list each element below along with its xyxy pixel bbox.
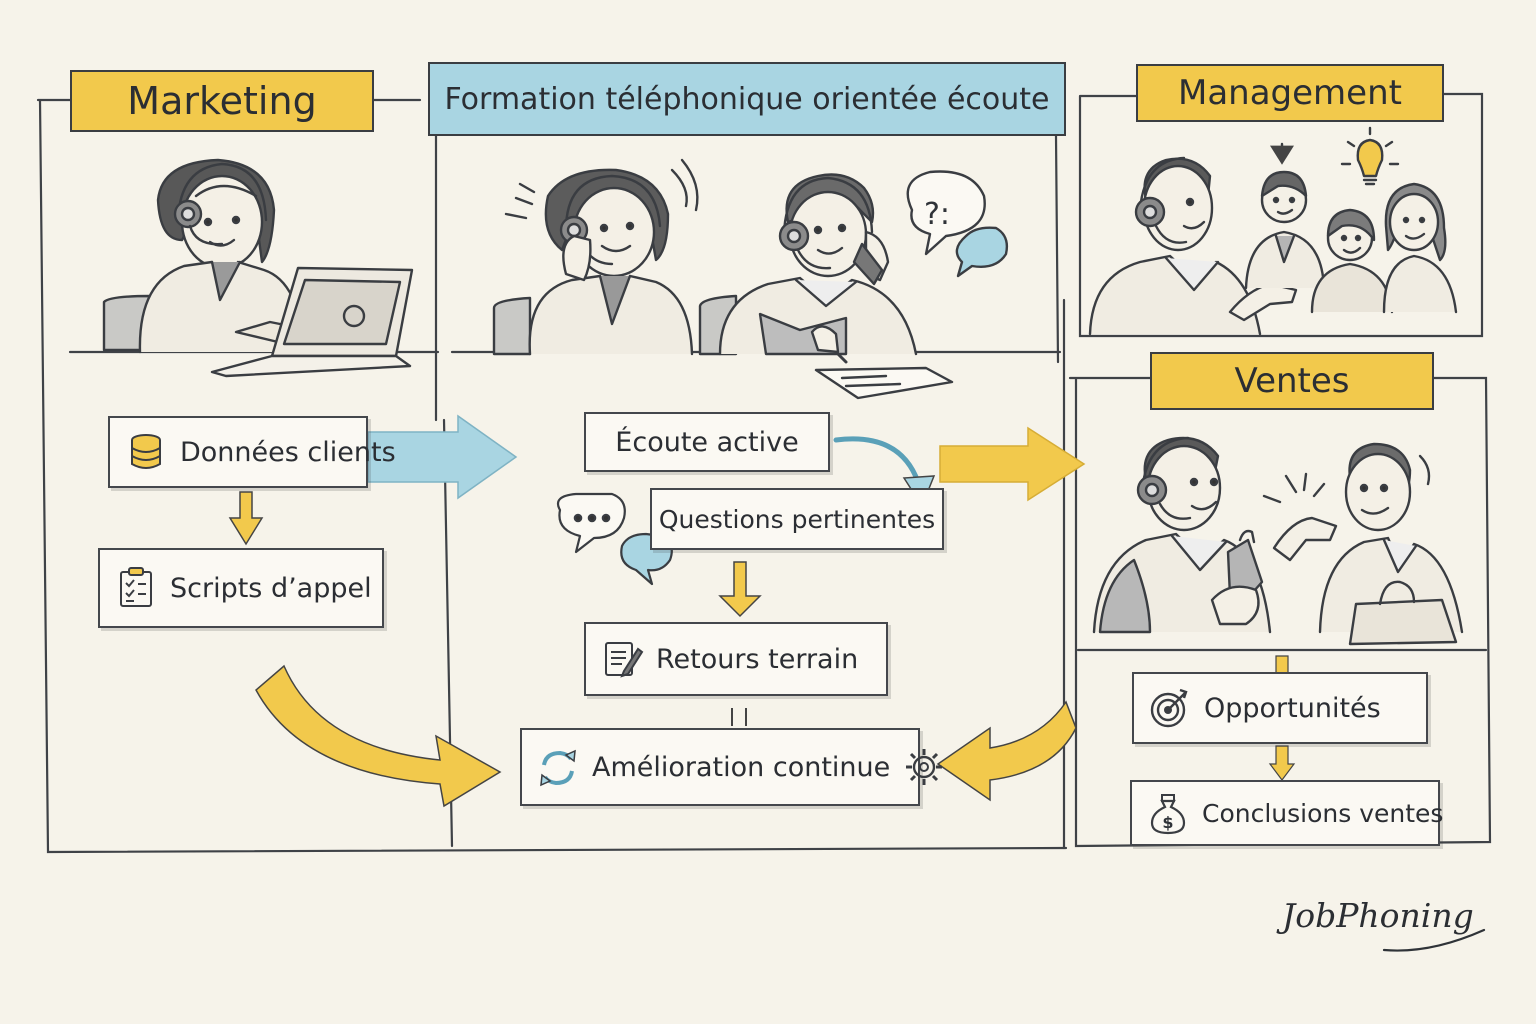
question-bubble-text: ?: — [924, 197, 950, 232]
step-retours-terrain: Retours terrain — [584, 622, 888, 696]
arrow-ventes-to-amelioration — [936, 700, 1077, 802]
arrow-formation-to-ventes — [939, 426, 1086, 502]
svg-text:$: $ — [1162, 813, 1173, 832]
formation-frame — [434, 134, 1066, 850]
formation-agents-illustration — [492, 158, 1009, 400]
refresh-cycle-icon — [540, 749, 576, 787]
management-frame — [1078, 92, 1484, 338]
step-conclusions-ventes: $ Conclusions ventes — [1130, 780, 1444, 846]
step-label: Écoute active — [615, 426, 799, 458]
step-donnees-clients: Données clients — [108, 416, 396, 488]
flow-arrows — [228, 414, 1296, 808]
step-label: Amélioration continue — [592, 751, 891, 783]
arrow-questions-to-retours — [718, 561, 762, 618]
marketing-frame — [36, 98, 1068, 854]
connector-retours-to-amelioration — [731, 708, 747, 726]
ventes-sale-illustration — [1092, 436, 1464, 646]
arrow-scripts-to-amelioration — [255, 664, 502, 808]
marketing-agent-illustration — [102, 158, 414, 378]
step-questions-pertinentes: Questions pertinentes — [650, 488, 944, 550]
section-header-formation: Formation téléphonique orientée écoute — [428, 62, 1066, 136]
gear-icon — [906, 749, 943, 785]
management-team-illustration — [1088, 126, 1458, 336]
step-amelioration-continue: Amélioration continue — [520, 728, 943, 806]
arrow-donnees-to-ecoute — [367, 414, 518, 500]
checklist-icon — [120, 567, 152, 607]
step-ecoute-active: Écoute active — [584, 412, 830, 472]
money-bag-icon: $ — [1150, 794, 1186, 835]
target-icon — [1150, 688, 1188, 728]
ventes-frame — [1068, 376, 1492, 848]
step-opportunites: Opportunités — [1132, 672, 1428, 744]
notepad-pen-icon — [605, 642, 644, 678]
section-header-management: Management — [1136, 64, 1444, 122]
arrow-opportunites-to-conclusions — [1268, 745, 1296, 781]
step-label: Données clients — [180, 436, 396, 468]
step-label: Opportunités — [1204, 692, 1381, 724]
step-label: Scripts d’appel — [170, 572, 372, 604]
step-label: Retours terrain — [656, 643, 859, 675]
arrow-donnees-to-scripts — [228, 491, 264, 546]
step-scripts-appel: Scripts d’appel — [98, 548, 384, 628]
database-icon — [131, 434, 161, 469]
section-header-ventes: Ventes — [1150, 352, 1434, 410]
section-header-marketing: Marketing — [70, 70, 374, 132]
step-label: Questions pertinentes — [658, 504, 936, 534]
arrow-ecoute-to-questions — [833, 436, 921, 485]
brand-underline — [1382, 928, 1486, 952]
step-label: Conclusions ventes — [1202, 798, 1444, 828]
brand-logo: JobPhoning — [1282, 896, 1474, 935]
